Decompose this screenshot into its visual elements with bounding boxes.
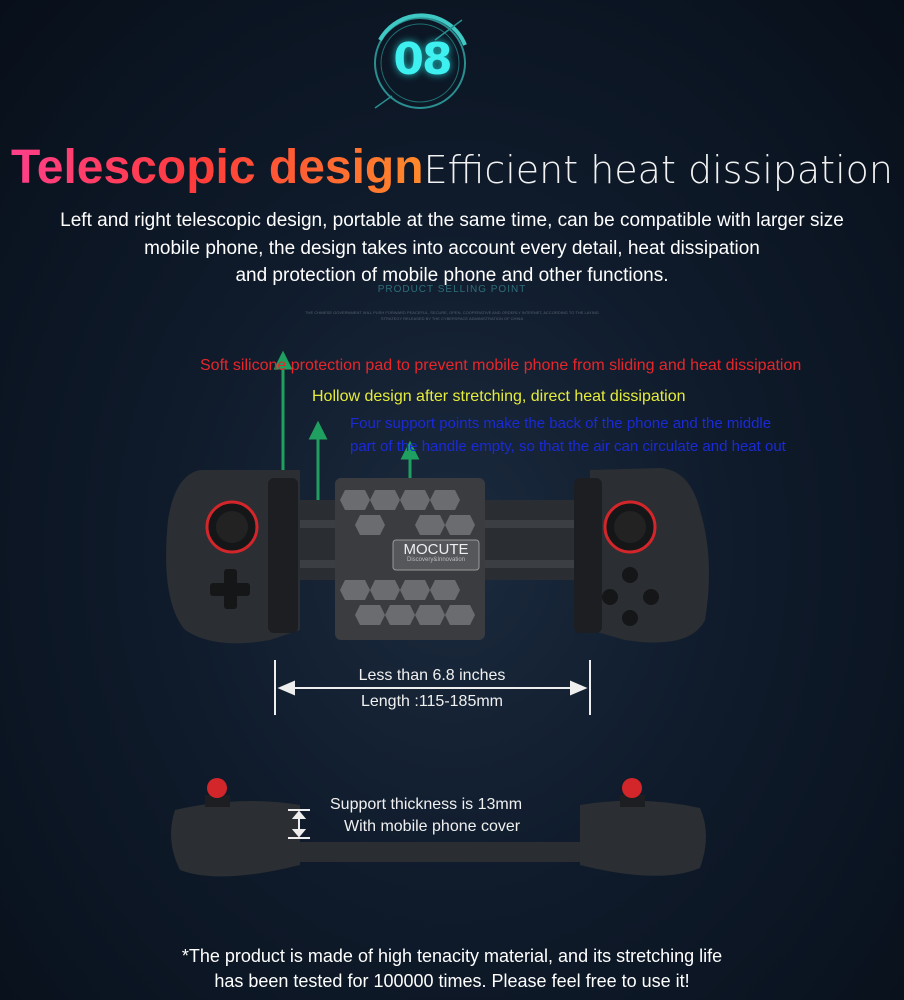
description-line: mobile phone, the design takes into acco… [144,237,760,259]
page-title: Telescopic designEfficient heat dissipat… [0,140,904,195]
controller-top-view [166,468,709,644]
fine-print: THE CHINESE GOVERNMENT WILL PUSH FORWARD… [0,310,904,322]
footer-line: has been tested for 100000 times. Please… [214,971,690,991]
brand-name: MOCUTE [403,541,469,558]
thickness-note: Support thickness is 13mm With mobile ph… [330,794,522,838]
fine-print-line: STRATEGY RELEASED BY THE CYBERSPACE ADMI… [380,316,524,321]
brand-logo: MOCUTE Discovery&Innovation [393,542,479,563]
footer-line: *The product is made of high tenacity ma… [181,946,723,966]
fine-print-line: THE CHINESE GOVERNMENT WILL PUSH FORWARD… [305,310,599,315]
title-highlight: Telescopic design [11,141,424,194]
thickness-line: Support thickness is 13mm [330,796,523,813]
description-line: and protection of mobile phone and other… [235,265,669,286]
callout-line: part of the handle empty, so that the ai… [350,438,786,455]
callout-support-points: Four support points make the back of the… [350,412,870,458]
badge-ring-icon [374,13,467,109]
callout-line: Four support points make the back of the… [350,415,772,432]
title-subtitle: Efficient heat dissipation [423,148,893,192]
dimension-size: Less than 6.8 inches [358,667,506,684]
selling-point-label: PRODUCT SELLING POINT [377,284,527,295]
dimension-arrow [274,660,591,715]
brand-tagline: Discovery&Innovation [406,557,466,563]
callout-hollow-design: Hollow design after stretching, direct h… [312,388,686,405]
description: Left and right telescopic design, portab… [0,207,904,290]
footer-note: *The product is made of high tenacity ma… [0,944,904,994]
description-line: Left and right telescopic design, portab… [60,210,844,231]
thickness-line: With mobile phone cover [344,818,521,835]
controller-side-view [171,778,706,877]
badge-number: 08 [393,34,452,85]
callout-silicone-pad: Soft silicone protection pad to prevent … [200,357,802,374]
dimension-length: Length :115-185mm [360,693,503,710]
